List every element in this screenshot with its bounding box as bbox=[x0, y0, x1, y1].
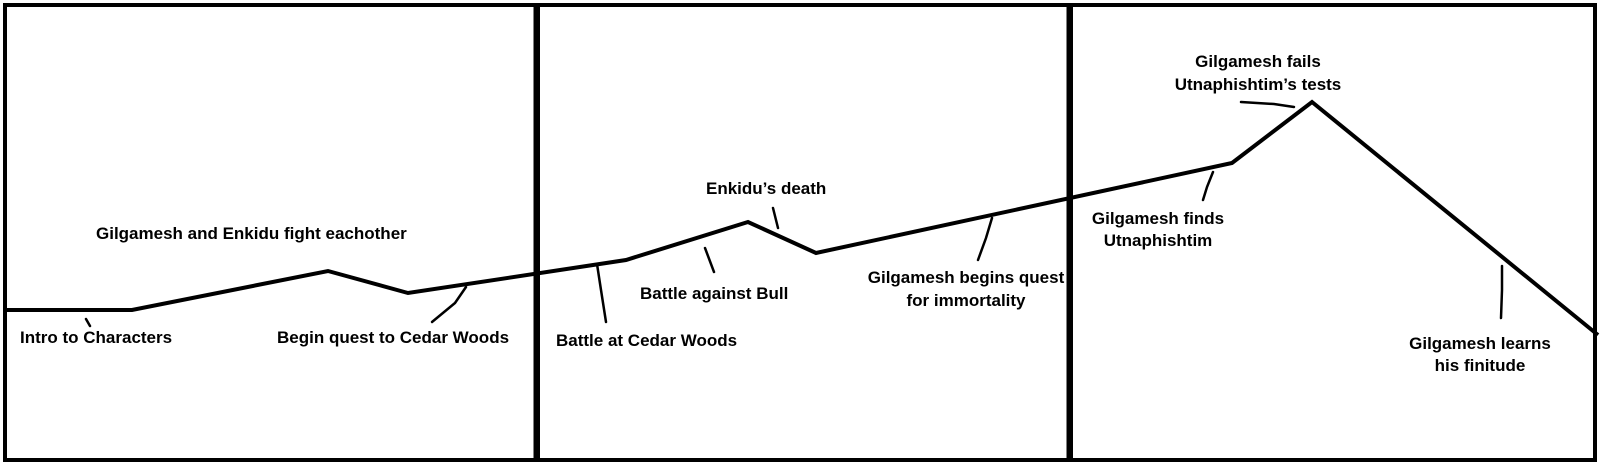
tick-battle-cedar bbox=[595, 262, 608, 324]
tick-begin-quest-cedar bbox=[430, 285, 468, 324]
tick-finds bbox=[1201, 170, 1215, 202]
tick-battle-bull bbox=[703, 246, 716, 274]
label-fails-line1: Gilgamesh fails bbox=[1195, 52, 1321, 71]
label-intro: Intro to Characters bbox=[20, 328, 172, 347]
label-fight: Gilgamesh and Enkidu fight eachother bbox=[96, 224, 407, 243]
label-battle-cedar: Battle at Cedar Woods bbox=[556, 331, 737, 350]
label-finitude-line2: his finitude bbox=[1435, 356, 1526, 375]
label-finds-line1: Gilgamesh finds bbox=[1092, 209, 1224, 228]
tick-immortality bbox=[976, 216, 994, 262]
panel-2-frame bbox=[536, 3, 1071, 462]
label-finds-line2: Utnaphishtim bbox=[1104, 231, 1213, 250]
label-enkidu-death: Enkidu’s death bbox=[706, 179, 826, 198]
label-battle-bull: Battle against Bull bbox=[640, 284, 788, 303]
tick-finitude bbox=[1499, 264, 1504, 320]
label-immortality-line2: for immortality bbox=[906, 291, 1026, 310]
tick-enkidu-death bbox=[771, 206, 780, 230]
label-finitude-line1: Gilgamesh learns bbox=[1409, 334, 1551, 353]
story-arc-line bbox=[5, 99, 1600, 337]
label-begin-quest-cedar: Begin quest to Cedar Woods bbox=[277, 328, 509, 347]
label-immortality-line1: Gilgamesh begins quest bbox=[868, 268, 1065, 287]
tick-intro bbox=[84, 317, 92, 328]
label-fails-line2: Utnaphishtim’s tests bbox=[1175, 75, 1342, 94]
tick-fails bbox=[1239, 100, 1296, 109]
